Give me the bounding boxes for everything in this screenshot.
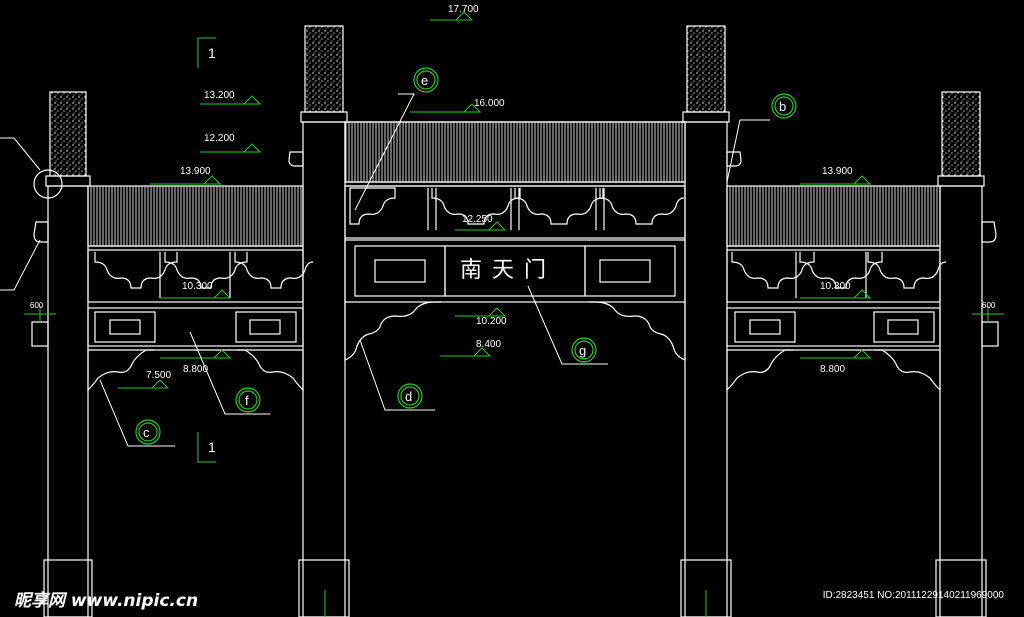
left-roof-rail	[87, 185, 304, 247]
level-10300-right: 10.300	[820, 281, 851, 292]
dim-left: 600	[30, 301, 44, 310]
dim-right: 600	[982, 301, 996, 310]
callout-rings	[135, 67, 797, 445]
sign-band	[344, 239, 686, 303]
section-mark-bottom: 1	[208, 439, 216, 455]
level-13200: 13.200	[204, 90, 235, 101]
watermark-id: ID:2823451 NO:20111229140211969000	[822, 590, 1004, 601]
callout-c: c	[143, 425, 150, 440]
level-12250: 12.250	[462, 214, 493, 225]
level-8800-right: 8.800	[820, 364, 845, 375]
gate-structure	[31, 25, 999, 617]
right-roof-rail	[726, 185, 941, 247]
level-10300-left: 10.300	[182, 281, 213, 292]
pillar-1	[47, 185, 89, 617]
pillar-2	[302, 121, 346, 617]
central-roof-rail	[344, 121, 686, 183]
pillar-cap-4	[941, 91, 981, 177]
level-17700: 17.700	[448, 4, 479, 15]
callout-g: g	[579, 343, 586, 358]
level-7500: 7.500	[146, 370, 171, 381]
callout-f: f	[245, 393, 249, 408]
callout-e: e	[421, 73, 428, 88]
pillar-cap-1	[49, 91, 87, 177]
callout-leaders	[0, 93, 770, 447]
pillar-4	[939, 185, 983, 617]
pillar-cap-2	[304, 25, 344, 113]
callout-d: d	[405, 389, 412, 404]
level-13900-right: 13.900	[822, 166, 853, 177]
watermark-brand: 昵享网 www.nipic.cn	[14, 591, 199, 611]
level-13900-left: 13.900	[180, 166, 211, 177]
callout-b: b	[779, 99, 786, 114]
level-16000: 16.000	[474, 98, 505, 109]
level-10200: 10.200	[476, 316, 507, 327]
level-12200: 12.200	[204, 133, 235, 144]
section-mark-top: 1	[208, 45, 216, 61]
pillar-cap-3	[686, 25, 726, 113]
level-8400: 8.400	[476, 339, 501, 350]
pillar-3	[684, 121, 728, 617]
level-markers	[24, 11, 1004, 617]
sign-text: 南天门	[460, 258, 556, 283]
level-8800-left: 8.800	[183, 364, 208, 375]
